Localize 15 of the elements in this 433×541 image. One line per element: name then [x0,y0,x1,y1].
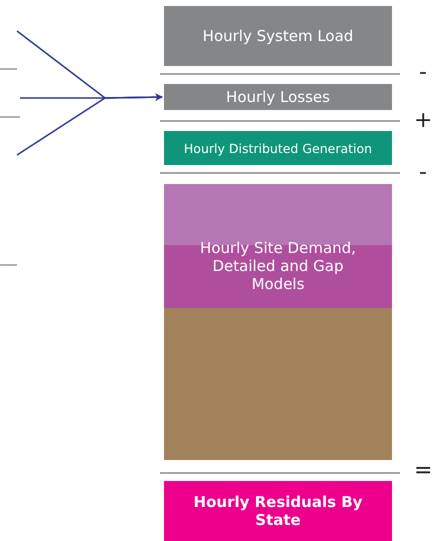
operator-sign: - [419,162,427,184]
box-label: Hourly System Load [202,27,354,45]
process-box [164,481,392,541]
operator-sign: - [419,62,427,84]
arrow [16,93,163,156]
stacked-bar [164,184,392,460]
box-label: Hourly Losses [226,88,330,106]
process-box [164,131,392,165]
operator-sign: + [414,110,432,132]
box-label: Hourly Site Demand, Detailed and Gap Models [199,239,357,293]
operator-sign: = [414,460,432,482]
box-label: Hourly Residuals By State [192,493,364,529]
process-box [164,84,392,110]
process-box [164,6,392,66]
box-label: Hourly Distributed Generation [184,140,372,156]
